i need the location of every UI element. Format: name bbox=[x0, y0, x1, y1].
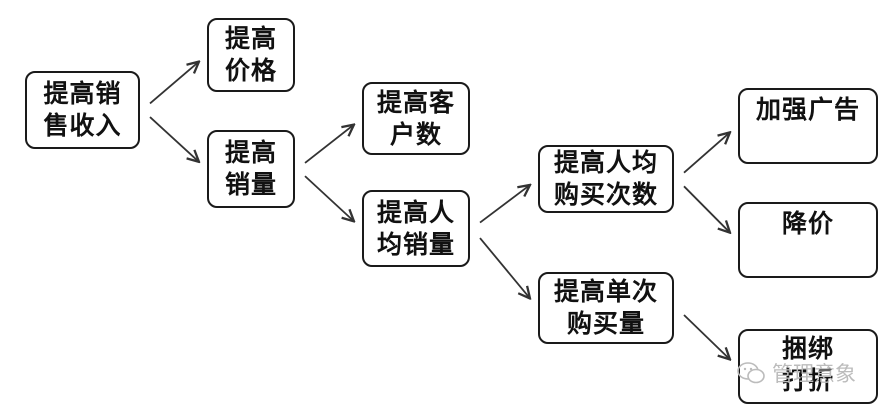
node-line: 提高客 bbox=[376, 87, 455, 117]
arrow-increase_single_purchase-to-bundle_discount bbox=[683, 314, 730, 359]
node-price-cut: 降价 bbox=[738, 202, 878, 278]
node-line: 降价 bbox=[781, 209, 834, 238]
node-raise-price: 提高 价格 bbox=[207, 18, 295, 92]
arrow-increase_sales_volume-to-increase_volume_per_customer bbox=[304, 175, 354, 221]
node-increase-sales-revenue: 提高销 售收入 bbox=[25, 71, 140, 149]
node-more-advertising: 加强广告 bbox=[738, 88, 878, 164]
watermark-text: 管理意象 bbox=[772, 362, 856, 386]
node-line: 售收入 bbox=[43, 111, 122, 140]
node-increase-sales-volume: 提高 销量 bbox=[207, 130, 295, 208]
node-line: 提高销 bbox=[43, 79, 122, 108]
node-line: 提高 bbox=[224, 24, 277, 53]
watermark: 管理意象 bbox=[736, 358, 856, 388]
node-increase-volume-per-customer: 提高人 均销量 bbox=[362, 190, 470, 267]
arrow-increase_volume_per_customer-to-increase_purchase_frequency bbox=[479, 185, 530, 224]
node-line: 销量 bbox=[224, 170, 277, 199]
arrow-increase_volume_per_customer-to-increase_single_purchase bbox=[479, 237, 530, 298]
node-line: 购买量 bbox=[566, 309, 645, 338]
node-line: 提高人 bbox=[376, 197, 455, 227]
arrow-increase_sales_revenue-to-raise_price bbox=[149, 62, 199, 105]
node-line: 提高 bbox=[224, 138, 277, 167]
node-line: 加强广告 bbox=[755, 95, 860, 124]
arrow-increase_sales_revenue-to-increase_sales_volume bbox=[149, 116, 199, 162]
node-line: 户数 bbox=[389, 119, 442, 149]
node-line: 提高人均 bbox=[553, 148, 658, 177]
node-line: 均销量 bbox=[376, 229, 455, 259]
node-increase-purchase-frequency: 提高人均 购买次数 bbox=[538, 145, 674, 213]
node-line: 捆绑 bbox=[781, 334, 834, 363]
node-line: 价格 bbox=[224, 56, 277, 85]
node-line: 提高单次 bbox=[553, 277, 658, 306]
arrow-increase_purchase_frequency-to-price_cut bbox=[683, 185, 730, 232]
node-bundle-discount: 捆绑 打折 bbox=[738, 329, 878, 404]
node-increase-single-purchase: 提高单次 购买量 bbox=[538, 272, 674, 344]
node-increase-customers: 提高客 户数 bbox=[362, 82, 470, 155]
arrow-increase_sales_volume-to-increase_customers bbox=[304, 125, 354, 164]
arrow-increase_purchase_frequency-to-more_advertising bbox=[683, 132, 730, 174]
node-line: 购买次数 bbox=[553, 180, 658, 209]
wechat-icon bbox=[737, 362, 765, 384]
node-line: 打折 bbox=[781, 366, 834, 395]
